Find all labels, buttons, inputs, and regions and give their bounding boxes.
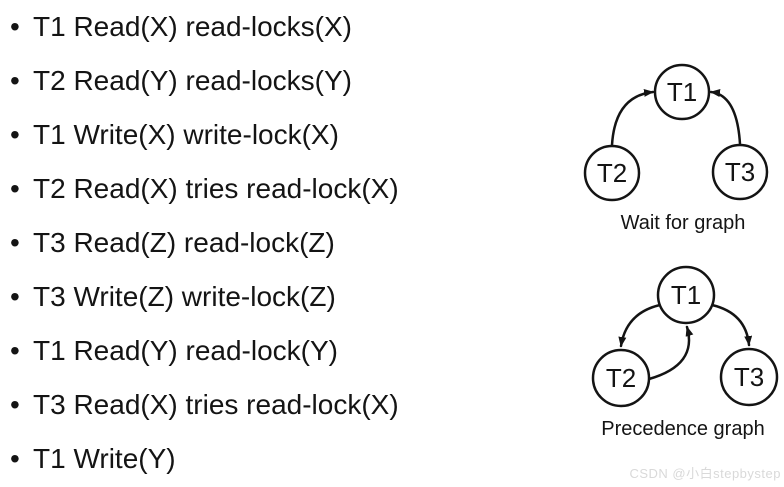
list-item: • T1 Read(Y) read-lock(Y) bbox=[10, 324, 399, 378]
watermark: CSDN @小白stepbystep bbox=[629, 466, 781, 481]
list-item: • T3 Read(Z) read-lock(Z) bbox=[10, 216, 399, 270]
edge-t1-to-t2 bbox=[618, 303, 662, 348]
node-t2-label: T2 bbox=[606, 363, 636, 393]
list-item: • T1 Write(Y) bbox=[10, 432, 399, 486]
node-t3-circle bbox=[711, 143, 769, 201]
item-text: T1 Read(X) read-locks(X) bbox=[33, 11, 352, 42]
edge-t2-to-t1 bbox=[647, 325, 694, 381]
bullet-icon: • bbox=[10, 11, 20, 42]
edge-t3-to-t1 bbox=[709, 89, 742, 146]
edge-t1-to-t3 bbox=[710, 303, 753, 347]
bullet-icon: • bbox=[10, 65, 20, 96]
node-t1-circle bbox=[656, 265, 716, 325]
bullet-icon: • bbox=[10, 227, 20, 258]
node-t3-label: T3 bbox=[725, 157, 755, 187]
item-text: T1 Write(Y) bbox=[33, 443, 176, 474]
item-text: T2 Read(Y) read-locks(Y) bbox=[33, 65, 352, 96]
node-t1-circle bbox=[653, 63, 711, 121]
precedence-graph-caption: Precedence graph bbox=[601, 418, 764, 440]
graphs-panel: T1 T2 T3 Wait for graph T1 T2 T3 Precede… bbox=[583, 63, 779, 440]
edge-t2-to-t1 bbox=[610, 88, 655, 147]
wait-for-graph-caption: Wait for graph bbox=[621, 212, 746, 234]
item-text: T3 Read(Z) read-lock(Z) bbox=[33, 227, 335, 258]
bullet-icon: • bbox=[10, 389, 20, 420]
transaction-list: • T1 Read(X) read-locks(X) • T2 Read(Y) … bbox=[10, 0, 399, 486]
bullet-icon: • bbox=[10, 281, 20, 312]
list-item: • T3 Read(X) tries read-lock(X) bbox=[10, 378, 399, 432]
node-t2-circle bbox=[583, 144, 641, 202]
bullet-icon: • bbox=[10, 119, 20, 150]
list-item: • T3 Write(Z) write-lock(Z) bbox=[10, 270, 399, 324]
list-item: • T2 Read(X) tries read-lock(X) bbox=[10, 162, 399, 216]
node-t3-label: T3 bbox=[734, 362, 764, 392]
bullet-icon: • bbox=[10, 335, 20, 366]
node-t2-circle bbox=[591, 348, 651, 408]
item-text: T3 Read(X) tries read-lock(X) bbox=[33, 389, 399, 420]
wait-for-graph: T1 T2 T3 Wait for graph bbox=[583, 63, 769, 234]
node-t1-label: T1 bbox=[667, 77, 697, 107]
bullet-icon: • bbox=[10, 443, 20, 474]
node-t1-label: T1 bbox=[671, 280, 701, 310]
precedence-graph: T1 T2 T3 Precedence graph bbox=[591, 265, 779, 440]
list-item: • T2 Read(Y) read-locks(Y) bbox=[10, 54, 399, 108]
list-item: • T1 Write(X) write-lock(X) bbox=[10, 108, 399, 162]
item-text: T1 Read(Y) read-lock(Y) bbox=[33, 335, 338, 366]
node-t2-label: T2 bbox=[597, 158, 627, 188]
node-t3-circle bbox=[719, 347, 779, 407]
item-text: T2 Read(X) tries read-lock(X) bbox=[33, 173, 399, 204]
list-item: • T1 Read(X) read-locks(X) bbox=[10, 0, 399, 54]
item-text: T1 Write(X) write-lock(X) bbox=[33, 119, 339, 150]
item-text: T3 Write(Z) write-lock(Z) bbox=[33, 281, 336, 312]
bullet-icon: • bbox=[10, 173, 20, 204]
